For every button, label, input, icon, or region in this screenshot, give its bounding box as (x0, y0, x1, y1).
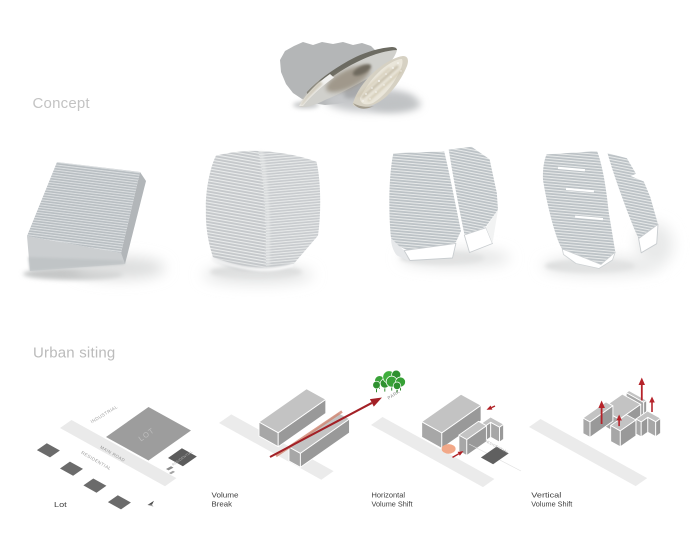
svg-text:Concept: Concept (33, 95, 91, 112)
svg-text:PARK: PARK (387, 389, 402, 401)
svg-text:Urban siting: Urban siting (33, 345, 115, 362)
svg-text:Volume: Volume (212, 490, 239, 499)
svg-text:Lot: Lot (54, 500, 67, 509)
svg-text:Vertical: Vertical (531, 490, 561, 499)
svg-text:Volume Shift: Volume Shift (531, 499, 572, 508)
svg-text:Horizontal: Horizontal (372, 490, 406, 499)
svg-text:Break: Break (212, 499, 233, 508)
svg-text:Volume Shift: Volume Shift (372, 499, 413, 508)
